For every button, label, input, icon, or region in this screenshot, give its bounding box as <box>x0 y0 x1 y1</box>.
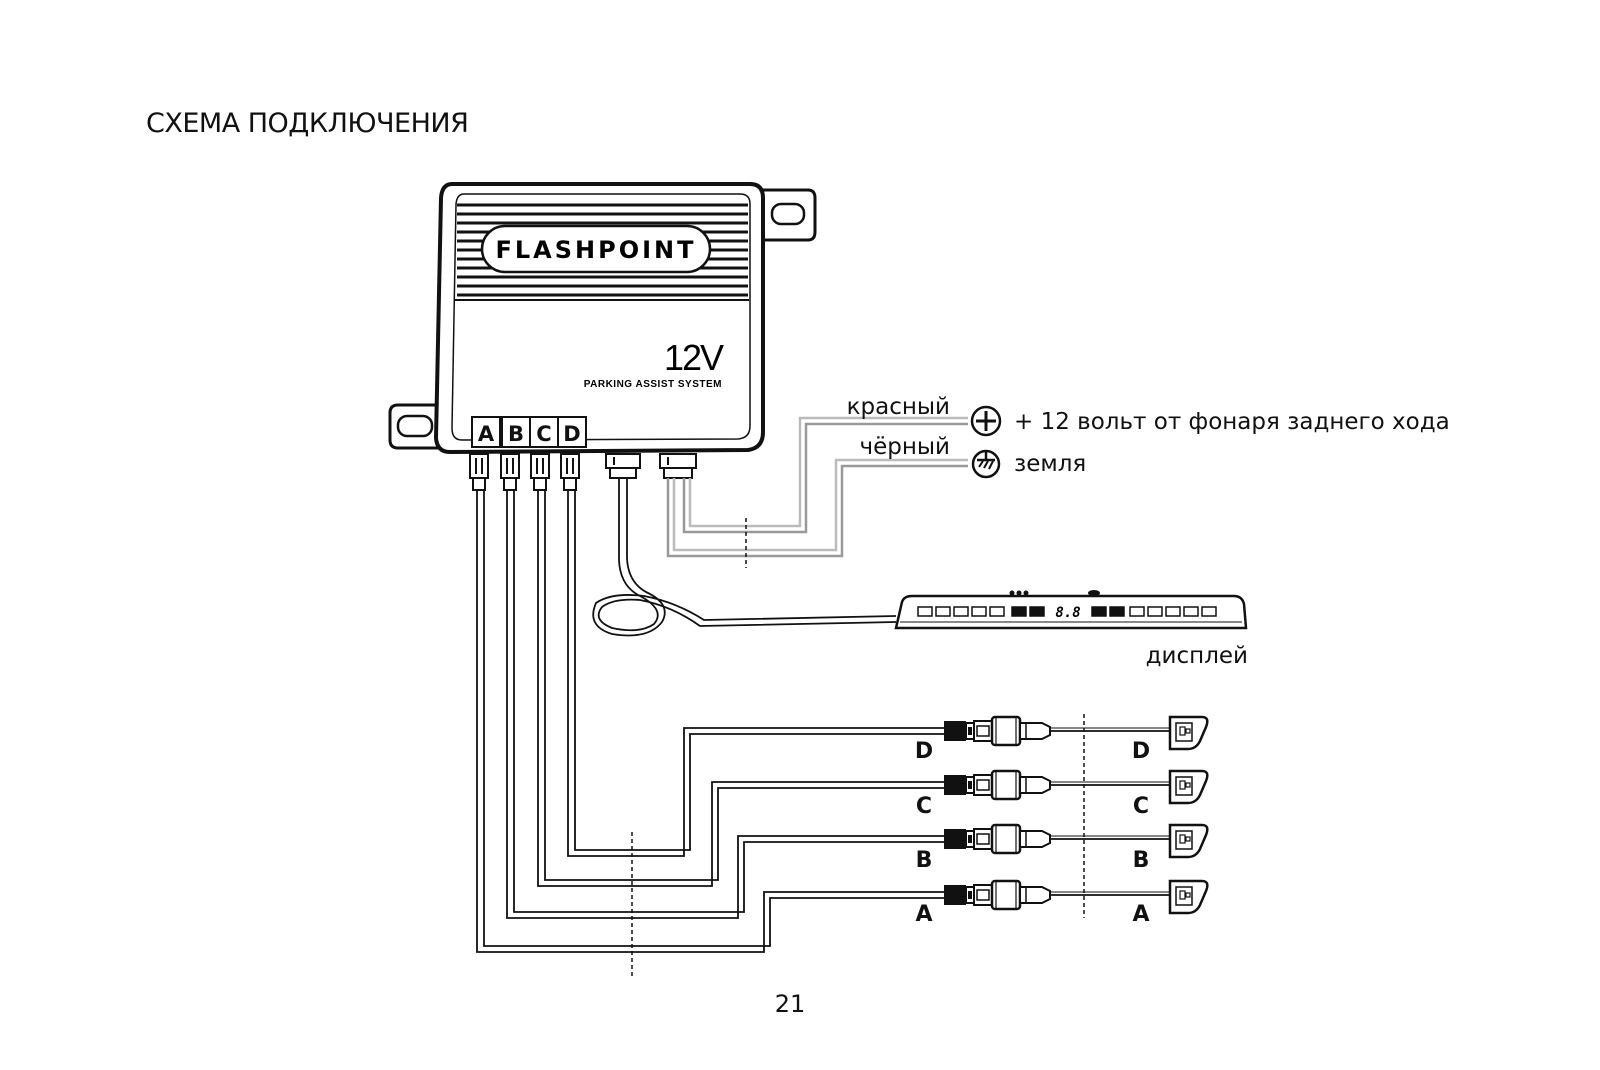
port-box-d <box>557 416 587 448</box>
plus-terminal-icon <box>970 405 1002 437</box>
black-wire <box>666 464 968 558</box>
ground-terminal-icon <box>971 449 1001 479</box>
power-wires <box>666 416 968 558</box>
connector-label-c: C <box>916 794 932 819</box>
port-label-b: B <box>508 422 524 446</box>
voltage-text: 12V <box>664 337 724 378</box>
display-body <box>894 594 1248 630</box>
brand-badge <box>480 224 712 274</box>
unit-inner-panel <box>451 193 751 441</box>
sensor-plugs <box>469 453 580 491</box>
plug-d <box>560 453 580 491</box>
sensor-label-a: A <box>1132 902 1149 927</box>
connector-label-a: A <box>915 902 932 927</box>
plug-c <box>530 453 550 491</box>
sensor-assembly-b <box>942 823 1209 859</box>
connector-label-d: D <box>915 739 933 764</box>
sensor-label-d: D <box>1132 739 1150 764</box>
wire-d <box>567 490 944 857</box>
brand-text: FLASHPOINT <box>495 236 696 264</box>
black-wire-description: земля <box>1014 451 1086 477</box>
system-subtitle: PARKING ASSIST SYSTEM <box>584 379 722 390</box>
control-unit: FLASHPOINT 12V PARKING ASSIST SYSTEM A B… <box>388 182 817 455</box>
sensor-assembly-d <box>942 715 1209 751</box>
left-mount-hole <box>396 414 434 438</box>
power-plug <box>659 453 697 479</box>
port-box-a <box>471 416 501 448</box>
sensor-wires <box>476 490 944 953</box>
sensor-label-c: C <box>1133 794 1149 819</box>
page-number: 21 <box>774 990 806 1018</box>
page-title: СХЕМА ПОДКЛЮЧЕНИЯ <box>146 108 469 139</box>
display-cable <box>592 478 897 637</box>
red-wire-label: красный <box>847 394 950 420</box>
right-mount-hole <box>770 202 806 226</box>
port-label-a: A <box>478 422 495 446</box>
port-label-d: D <box>563 422 580 446</box>
plug-b <box>500 453 520 491</box>
wire-c <box>537 490 944 887</box>
display-label: дисплей <box>1146 643 1248 669</box>
sensor-assembly-c <box>942 769 1209 805</box>
plug-a <box>469 453 489 491</box>
wire-b <box>506 490 944 919</box>
display-unit: 8.8 <box>894 590 1248 630</box>
display-segments <box>917 606 1217 617</box>
display-plug <box>605 453 641 479</box>
wire-a <box>476 490 944 953</box>
black-wire-label: чёрный <box>860 434 950 460</box>
port-label-c: C <box>536 422 551 446</box>
port-labels: A B C D <box>471 416 587 448</box>
red-wire <box>682 422 968 534</box>
display-readout: 8.8 <box>1055 605 1080 621</box>
sensor-label-b: B <box>1133 848 1150 873</box>
red-wire-description: + 12 вольт от фонаря заднего хода <box>1014 409 1450 435</box>
connector-label-b: B <box>916 848 933 873</box>
sensor-assembly-a <box>942 879 1209 915</box>
